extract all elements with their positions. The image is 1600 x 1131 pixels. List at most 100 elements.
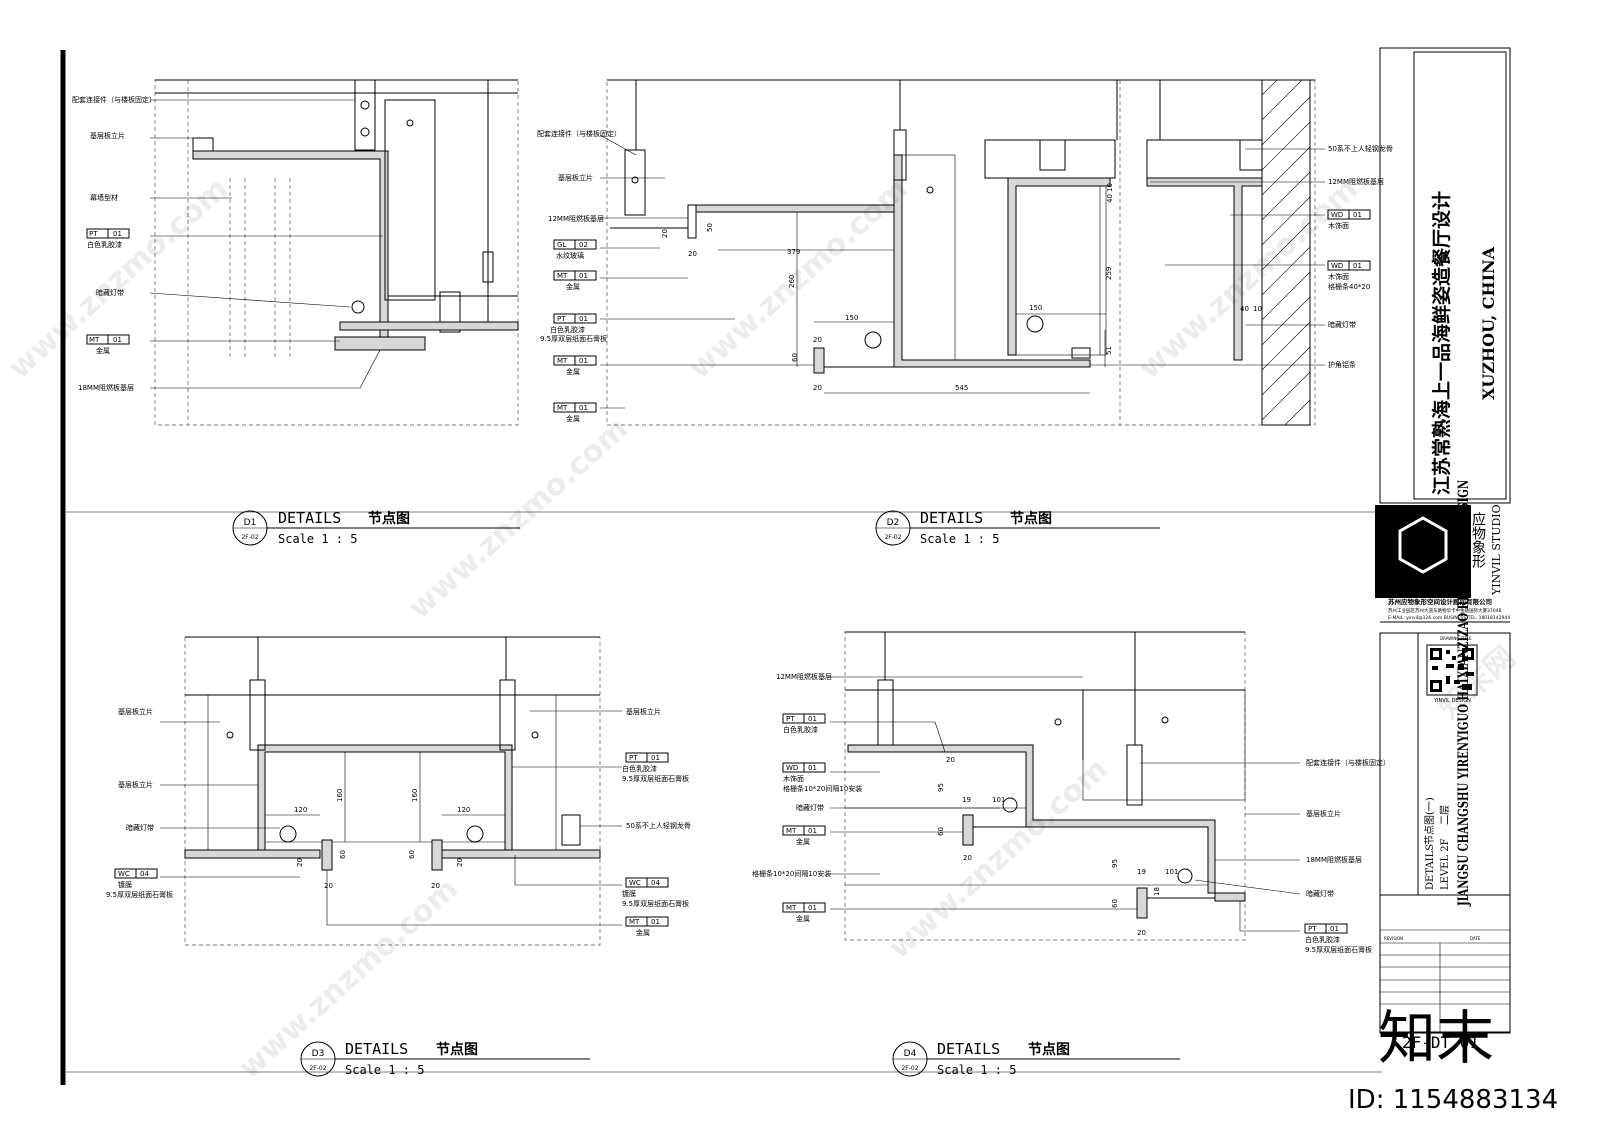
d4-note-grille: 格栅条10*20间隔10安装 — [783, 784, 862, 793]
d2-dim-20a: 20 — [661, 229, 669, 238]
drawing-title-label: DRAWING TITLE — [1440, 636, 1472, 641]
d4-mt-code: MT — [786, 827, 797, 835]
d2-gl-code: GL — [557, 241, 566, 249]
d4-scale: Scale 1 : 5 — [937, 1063, 1016, 1077]
project-title-cn: 江苏常熟海上一品海鲜姿造餐厅设计 — [1430, 191, 1453, 495]
d2-mt2-num: 01 — [579, 357, 588, 365]
d3-wc2-num: 04 — [651, 879, 660, 887]
d2-mt-code: MT — [557, 272, 568, 280]
hexagon-logo-icon — [1398, 516, 1448, 574]
d4-wd-num: 01 — [808, 764, 817, 772]
d1-note-light: 暗藏灯带 — [96, 288, 124, 297]
watermark-id: ID: 1154883134 — [1348, 1085, 1558, 1115]
d2-gl-num: 02 — [579, 241, 588, 249]
d2-scale: Scale 1 : 5 — [920, 532, 999, 546]
d2-wd-desc: 木饰面 — [1328, 221, 1349, 230]
d2-dim-150b: 150 — [1029, 304, 1042, 312]
detail-title-d1 — [232, 510, 520, 546]
d2-pt-code: PT — [557, 315, 566, 323]
d4-note-base-panel: 基层板立片 — [1306, 809, 1341, 818]
d1-pt-code: PT — [89, 230, 98, 238]
d2-note-base-panel: 基层板立片 — [558, 173, 593, 182]
d3-dim-20b: 20 — [456, 858, 464, 867]
d4-dim-60b: 60 — [1111, 899, 1119, 908]
d4-note-connector: 配套连接件（与楼板固定） — [1306, 758, 1390, 767]
d1-mt-num: 01 — [113, 336, 122, 344]
d2-wd2-code: WD — [1331, 262, 1343, 270]
d2-note-keel: 50系不上人轻钢龙骨 — [1328, 144, 1393, 153]
project-title-en: JIANGSU CHANGSHU YIRENYIGUO HAIXIANZIZAO… — [1455, 480, 1471, 907]
d3-light-icon-a — [279, 825, 297, 843]
d3-note-gypsum-r: 9.5厚双层纸面石膏板 — [622, 899, 689, 908]
d2-dim-60: 60 — [791, 353, 799, 362]
d3-note-base-panel-r: 基层板立片 — [626, 707, 661, 716]
d2-note-light: 暗藏灯带 — [1328, 320, 1356, 329]
d2-dim-260: 260 — [788, 275, 796, 288]
d3-pt-code: PT — [629, 754, 638, 762]
d4-mt2-desc: 金属 — [796, 914, 810, 923]
d3-wc-code: WC — [118, 870, 130, 878]
d3-pt-num: 01 — [651, 754, 660, 762]
d4-step-board — [847, 744, 1216, 894]
d3-mt-code: MT — [629, 918, 640, 926]
d1-metal-trim — [334, 336, 426, 351]
d4-light-icon-a — [1002, 797, 1018, 813]
d2-note-connector: 配套连接件（与楼板固定） — [537, 129, 621, 138]
watermark-text-1: www.znzmo.com — [2, 171, 235, 386]
d1-ref: 2F-02 — [241, 534, 258, 541]
d3-dim-60a: 60 — [339, 850, 347, 859]
detail-title-d3 — [300, 1041, 590, 1077]
revision-label: REVISION — [1384, 936, 1403, 941]
d2-mt-desc: 金属 — [566, 282, 580, 291]
d3-dim-20d: 20 — [431, 882, 440, 890]
d3-light-icon-b — [466, 825, 484, 843]
d4-dim-95a: 95 — [937, 783, 945, 792]
watermark-text-5: www.znzmo.com — [882, 751, 1115, 966]
company-contact: E-MAIL: yinvil@126.com BUSINESS TEL. 180… — [1388, 615, 1510, 621]
d3-note-keel: 50系不上人轻钢龙骨 — [626, 821, 691, 830]
d2-dim-379: 379 — [787, 248, 800, 256]
d4-dim-60a: 60 — [937, 827, 945, 836]
d2-dim-50: 50 — [706, 223, 714, 232]
d4-mt2-num: 01 — [808, 904, 817, 912]
d1-title-cn: 节点图 — [368, 510, 410, 527]
detail-d2 — [553, 79, 1371, 426]
d4-wd-desc: 木饰面 — [783, 774, 804, 783]
d4-note-fireboard12: 12MM阻燃板基层 — [776, 672, 832, 681]
d2-dim-150: 150 — [845, 314, 858, 322]
d4-mt2-code: MT — [786, 904, 797, 912]
d2-title-cn: 节点图 — [1010, 510, 1052, 527]
project-city: XUZHOU, CHINA — [1479, 246, 1498, 400]
d2-pt-num: 01 — [579, 315, 588, 323]
sheet-name-cn: 节点图(一) — [1424, 797, 1436, 845]
d4-note-gypsum: 9.5厚双层纸面石膏板 — [1305, 945, 1372, 954]
d1-light-icon — [351, 300, 365, 314]
d3-title-cn: 节点图 — [436, 1041, 478, 1058]
d1-title: DETAILS — [278, 509, 341, 527]
sheet-number: 2F-DT.01 — [1402, 1033, 1479, 1052]
d2-wd2-desc: 木饰面 — [1328, 272, 1349, 281]
d1-mt-desc: 金属 — [96, 346, 110, 355]
d3-frame — [184, 636, 601, 946]
d1-scale: Scale 1 : 5 — [278, 532, 357, 546]
d2-wd2-num: 01 — [1353, 262, 1362, 270]
d3-dim-160a: 160 — [336, 789, 344, 802]
d2-mt2-desc: 金属 — [566, 367, 580, 376]
d2-mt2-code: MT — [557, 357, 568, 365]
d2-note-gypsum: 9.5厚双层纸面石膏板 — [540, 334, 607, 343]
d1-pt-desc: 白色乳胶漆 — [87, 240, 122, 249]
detail-d3 — [114, 636, 669, 946]
d2-note-fireboard12: 12MM阻燃板基层 — [548, 214, 604, 223]
d3-pt-desc: 白色乳胶漆 — [622, 764, 657, 773]
d3-mt-desc: 金属 — [636, 928, 650, 937]
d2-pt-desc: 白色乳胶漆 — [550, 325, 585, 334]
d3-wc2-desc: 镀膜 — [622, 889, 636, 898]
studio-logo — [1375, 505, 1471, 598]
d2-mt-num: 01 — [579, 272, 588, 280]
d2-dim-20d: 20 — [813, 336, 822, 344]
d3-ref: 2F-02 — [309, 1065, 326, 1072]
d2-note-fireboard12-r: 12MM阻燃板基层 — [1328, 177, 1384, 186]
sheet-level-cn: 二层 — [1439, 805, 1451, 825]
d2-title: DETAILS — [920, 509, 983, 527]
d2-mt3-code: MT — [557, 404, 568, 412]
